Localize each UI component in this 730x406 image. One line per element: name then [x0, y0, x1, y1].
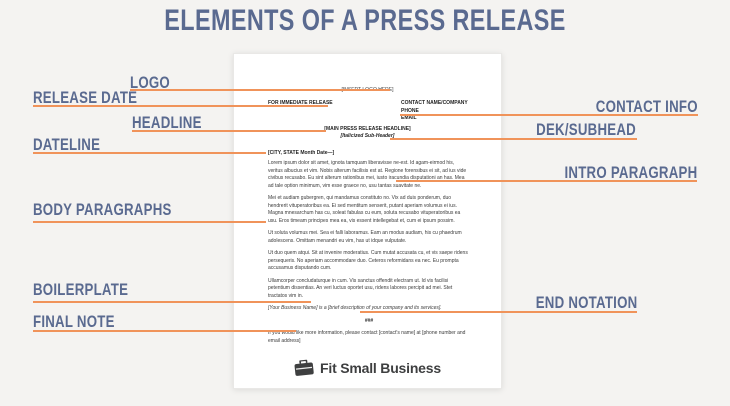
label-body-paragraphs: BODY PARAGRAPHS: [33, 200, 172, 219]
pointer-line-end-notation: [360, 311, 637, 313]
doc-paragraph-3: Ut soluta volumus mei. Sea ei falli labo…: [268, 230, 462, 244]
label-contact-info: CONTACT INFO: [595, 97, 698, 116]
doc-paragraph-2: Mei et audiam gubergren, qui mandamus co…: [268, 195, 461, 224]
pointer-line-body-paragraphs: [33, 221, 266, 223]
doc-contact-name: CONTACT NAME/COMPANY: [401, 100, 468, 106]
brand-name: Fit Small Business: [320, 360, 441, 376]
doc-headline: [MAIN PRESS RELEASE HEADLINE]: [324, 126, 411, 132]
label-headline: HEADLINE: [132, 113, 202, 132]
doc-paragraph-1: Lorem ipsum dolor sit amet, ignota tamqu…: [268, 160, 467, 189]
doc-boilerplate: [Your Business Name] is a [brief descrip…: [268, 305, 442, 311]
pointer-line-final-note: [33, 330, 296, 332]
doc-contact-block: CONTACT NAME/COMPANY PHONE EMAIL: [401, 100, 468, 123]
doc-dateline: [CITY, STATE Month Date—]: [268, 150, 335, 156]
doc-final-note: If you would like more information, plea…: [268, 330, 466, 344]
pointer-line-intro-paragraph: [396, 180, 697, 182]
doc-contact-phone: PHONE: [401, 107, 419, 114]
doc-end-notation: ###: [364, 317, 374, 324]
pointer-line-dek-subhead: [390, 138, 637, 140]
doc-body-block: Lorem ipsum dolor sit amet, ignota tamqu…: [268, 160, 470, 350]
label-final-note: FINAL NOTE: [33, 312, 115, 331]
label-boilerplate: BOILERPLATE: [33, 280, 129, 299]
brand-logo: Fit Small Business: [234, 359, 501, 376]
doc-paragraph-5: Ullamcorper concludaturque in cum. Vis s…: [268, 277, 453, 299]
label-logo: LOGO: [130, 73, 170, 92]
doc-release-line: FOR IMMEDIATE RELEASE: [268, 100, 333, 106]
press-release-document: [INSERT LOGO HERE] FOR IMMEDIATE RELEASE…: [233, 53, 502, 389]
pointer-line-headline: [132, 130, 326, 132]
label-dateline: DATELINE: [33, 135, 101, 154]
doc-subheader: [Italicized Sub-Header]: [340, 133, 395, 139]
pointer-line-boilerplate: [33, 301, 311, 303]
page-title: ELEMENTS OF A PRESS RELEASE: [164, 4, 566, 37]
label-end-notation: END NOTATION: [535, 293, 637, 312]
label-dek-subhead: DEK/SUBHEAD: [536, 120, 636, 139]
briefcase-icon: [294, 359, 314, 376]
label-intro-paragraph: INTRO PARAGRAPH: [564, 163, 697, 182]
pointer-line-contact-info: [400, 114, 698, 116]
doc-paragraph-4: Ut duo quem atqui. Sit at invenire moder…: [268, 250, 468, 271]
pointer-line-dateline: [33, 152, 266, 154]
pointer-line-release-date: [33, 105, 328, 107]
pointer-line-logo: [130, 89, 390, 91]
label-release-date: RELEASE DATE: [33, 88, 138, 107]
doc-contact-email: EMAIL: [401, 115, 417, 121]
